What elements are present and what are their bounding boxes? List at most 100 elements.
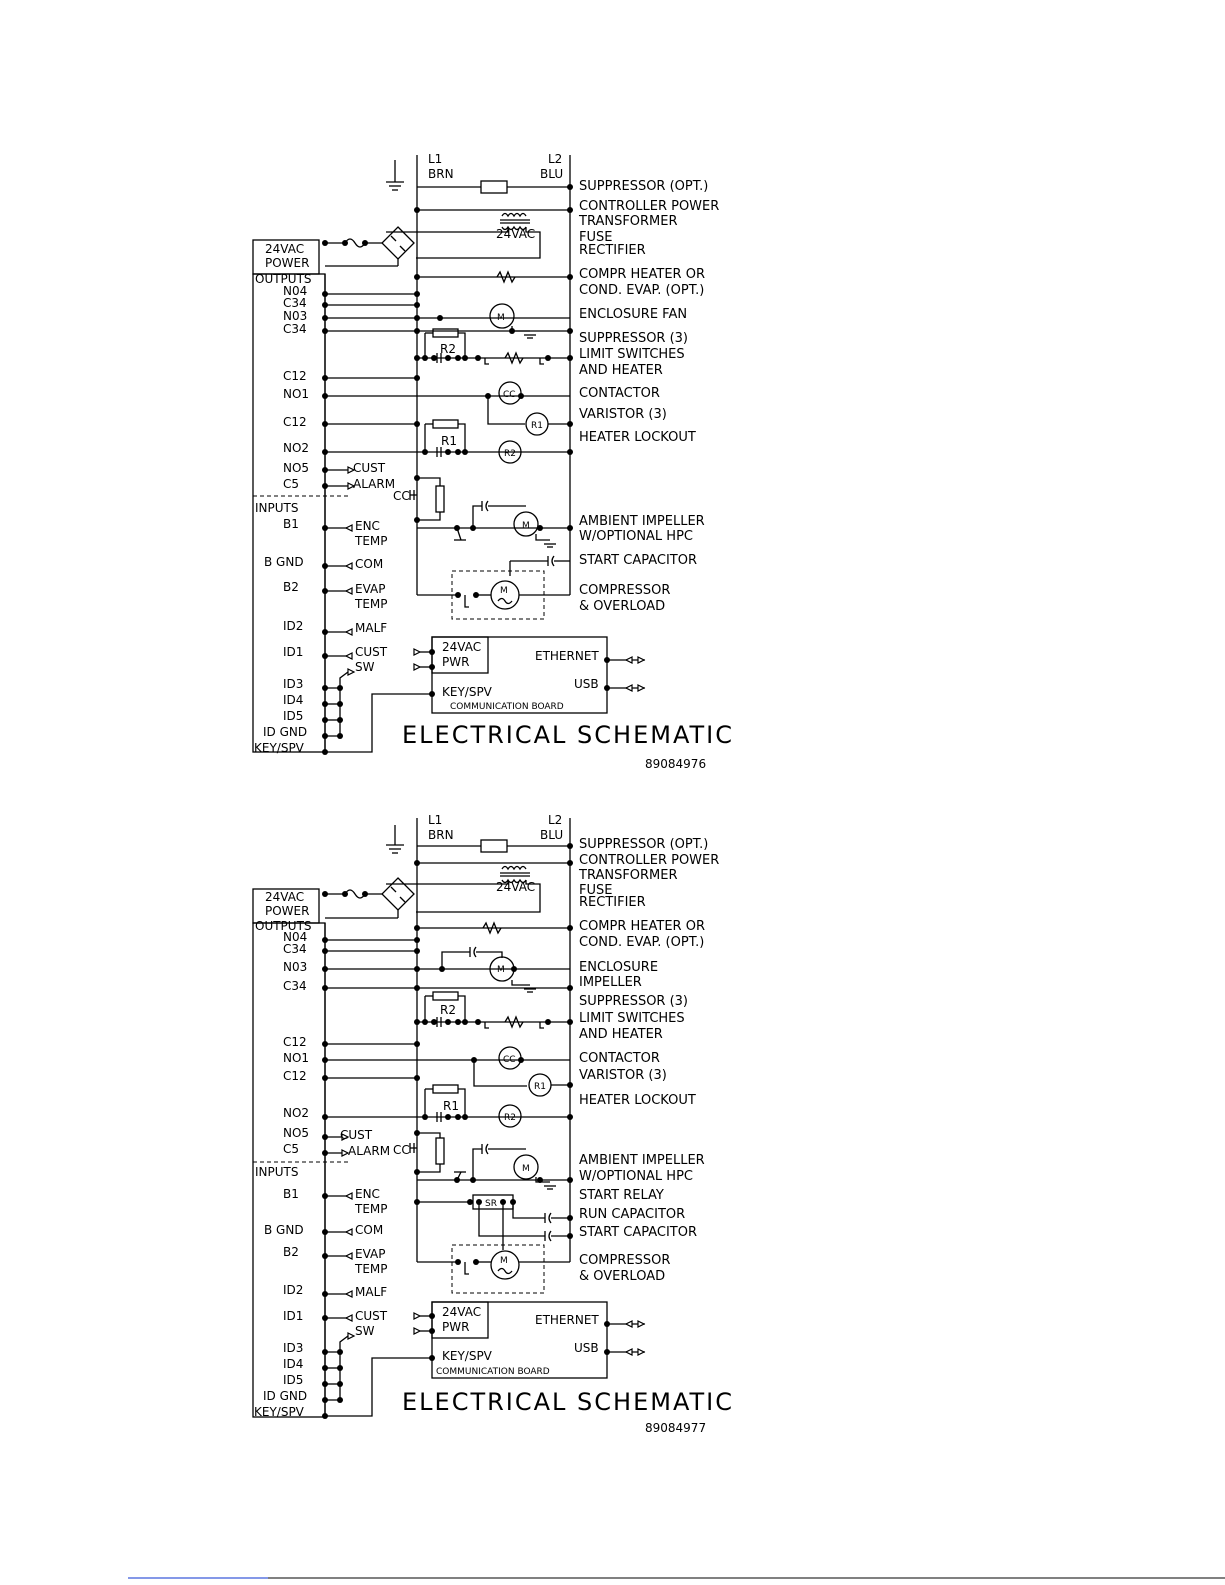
label-suppressor-opt: SUPPRESSOR (OPT.) (579, 179, 708, 194)
input-id4: ID4 (283, 693, 303, 707)
transformer-coil (501, 212, 527, 218)
inputs-header: INPUTS (255, 1165, 298, 1179)
motor-tag-3: M (500, 586, 508, 596)
terminal-no1: NO1 (283, 387, 309, 401)
comm-key: KEY/SPV (442, 1349, 493, 1363)
motor-tag-2: M (522, 1164, 530, 1174)
cc-tag: CC (503, 390, 516, 400)
comm-ethernet: ETHERNET (535, 649, 599, 663)
input-b2: B2 (283, 1245, 299, 1259)
signal-evap-temp: TEMP (354, 597, 388, 611)
label-enclosure: ENCLOSURE (579, 960, 658, 975)
label-compressor: COMPRESSOR (579, 1253, 670, 1268)
input-id-gnd: ID GND (263, 725, 307, 739)
comm-usb: USB (574, 1341, 599, 1355)
crankcase-element (435, 1137, 445, 1165)
heater-symbol (504, 351, 524, 365)
label-contactor: CONTACTOR (579, 1051, 660, 1066)
enclosure-fan-motor (489, 303, 515, 329)
comm-pwr-label-2: PWR (442, 1320, 469, 1334)
motor-tag-1: M (497, 313, 505, 323)
suppressor-r1-resistor (432, 419, 459, 429)
bus-left-color: BRN (428, 167, 454, 181)
label-limit-switches: LIMIT SWITCHES (579, 347, 685, 362)
power-label-2: POWER (265, 256, 309, 270)
cc-contact-label: CC (393, 1143, 410, 1157)
controller-terminal-block (252, 273, 326, 753)
signal-cust: CUST (355, 645, 388, 659)
input-id3: ID3 (283, 677, 303, 691)
signal-enc-temp: TEMP (354, 534, 388, 548)
terminal-c5: C5 (283, 477, 299, 491)
label-suppressor-opt: SUPPRESSOR (OPT.) (579, 837, 708, 852)
suppressor-r2-resistor (432, 991, 459, 1001)
input-key-spv: KEY/SPV (254, 741, 305, 755)
comm-key: KEY/SPV (442, 685, 493, 699)
label-optional-hpc: W/OPTIONAL HPC (579, 529, 693, 544)
input-id5: ID5 (283, 1373, 303, 1387)
label-fuse: FUSE (579, 883, 612, 898)
schematic-title: ELECTRICAL SCHEMATIC (402, 721, 734, 749)
heater-symbol (504, 1015, 524, 1029)
input-b-gnd: B GND (264, 555, 304, 569)
label-enclosure-fan: ENCLOSURE FAN (579, 307, 687, 322)
bus-left-label: L1 (428, 152, 442, 166)
communication-board (431, 1301, 608, 1379)
signal-sw: SW (355, 660, 375, 674)
label-contactor: CONTACTOR (579, 386, 660, 401)
terminal-c34-2: C34 (283, 322, 307, 336)
terminal-c34-2: C34 (283, 979, 307, 993)
suppressor-symbol (480, 839, 508, 853)
label-varistor: VARISTOR (3) (579, 1068, 667, 1083)
outputs-header: OUTPUTS (255, 272, 312, 286)
input-b1: B1 (283, 517, 299, 531)
signal-evap: EVAP (355, 1247, 385, 1261)
outputs-header: OUTPUTS (255, 919, 312, 933)
label-heater-lockout: HEATER LOCKOUT (579, 1093, 696, 1108)
alarm-label-1: CUST (340, 1128, 373, 1142)
rectifier-symbol (381, 877, 415, 911)
cc-tag: CC (503, 1055, 516, 1065)
component-labels: SUPPRESSOR (OPT.) CONTROLLER POWER TRANS… (578, 179, 719, 614)
schematic-title: ELECTRICAL SCHEMATIC (402, 1388, 734, 1416)
label-ambient-impeller: AMBIENT IMPELLER (579, 514, 705, 529)
sr-tag: SR (485, 1199, 497, 1209)
signal-evap-temp: TEMP (354, 1262, 388, 1276)
bus-right-label: L2 (548, 152, 562, 166)
label-controller-power: CONTROLLER POWER (579, 199, 719, 214)
input-id1: ID1 (283, 1309, 303, 1323)
signal-evap: EVAP (355, 582, 385, 596)
r2-tag-relay: R2 (504, 1113, 516, 1123)
input-id2: ID2 (283, 619, 303, 633)
label-and-heater: AND HEATER (579, 363, 663, 378)
terminal-c12: C12 (283, 1035, 307, 1049)
power-label-1: 24VAC (265, 890, 304, 904)
output-terminal-rows: N04 C34 N03 C34 C12 NO1 C12 NO2 NO5 C5 (283, 930, 570, 1157)
motor-tag-1: M (497, 965, 505, 975)
suppressor-r2-resistor (432, 328, 459, 338)
power-label-2: POWER (265, 904, 309, 918)
label-overload: & OVERLOAD (579, 1269, 665, 1284)
label-compressor: COMPRESSOR (579, 583, 670, 598)
bus-right-color: BLU (540, 828, 563, 842)
input-id-gnd: ID GND (263, 1389, 307, 1403)
input-id5: ID5 (283, 709, 303, 723)
comm-board-name: COMMUNICATION BOARD (436, 1367, 550, 1377)
transformer-coil (501, 865, 527, 871)
input-terminal-rows: B1 B GND B2 ID2 ID1 ID3 ID4 ID5 ID GND K… (254, 1187, 353, 1419)
transformer-label: 24VAC (496, 880, 535, 894)
heater-lockout-relay (498, 1104, 522, 1128)
fuse-symbol (344, 238, 366, 248)
input-b-gnd: B GND (264, 1223, 304, 1237)
input-id4: ID4 (283, 1357, 303, 1371)
heater-lockout-relay (498, 440, 522, 464)
r2-tag: R2 (440, 342, 456, 356)
communication-board (431, 636, 608, 714)
schematic-2: L1 BRN L2 BLU 24VAC 24VAC POWER OUTPUTS … (252, 813, 734, 1435)
alarm-label-2: ALARM (348, 1144, 390, 1158)
comm-ethernet: ETHERNET (535, 1313, 599, 1327)
terminal-no5: NO5 (283, 1126, 309, 1140)
label-suppressor-3: SUPPRESSOR (3) (579, 331, 688, 346)
compr-heater-symbol (496, 270, 516, 284)
